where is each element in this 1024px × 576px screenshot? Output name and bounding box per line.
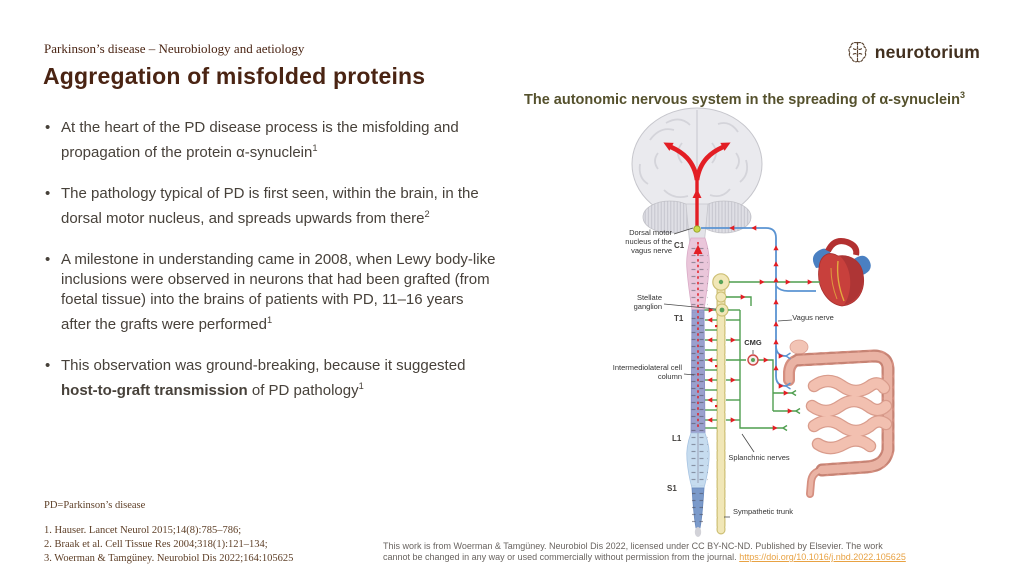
bullet-text: The pathology typical of PD is first see… xyxy=(61,185,479,227)
label-splanchnic-nerves: Splanchnic nerves xyxy=(728,453,790,462)
diagram-title: The autonomic nervous system in the spre… xyxy=(524,90,994,108)
bullet-list: At the heart of the PD disease process i… xyxy=(44,118,496,422)
label-cmg: CMG xyxy=(744,338,762,347)
abbreviation-note: PD=Parkinson’s disease xyxy=(44,500,146,511)
bullet-text-bold: host-to-graft transmission xyxy=(61,382,248,399)
spinal-cord xyxy=(686,237,710,537)
bullet-text: At the heart of the PD disease process i… xyxy=(61,119,459,161)
sympathetic-trunk xyxy=(712,273,730,535)
label-sympathetic-trunk: Sympathetic trunk xyxy=(732,507,794,516)
neurotorium-logo: neurotorium xyxy=(845,40,980,65)
intestines-illustration xyxy=(783,339,895,498)
brain-logo-icon xyxy=(848,41,867,63)
label-s1: S1 xyxy=(667,484,677,493)
label-stellate-ganglion: Stellate ganglion xyxy=(633,293,662,311)
reference-superscript: 2 xyxy=(424,209,430,219)
label-intermediolateral-cell-column: Intermediolateral cell column xyxy=(612,363,682,381)
bullet-item: This observation was ground-breaking, be… xyxy=(44,356,496,401)
ans-diagram-figure xyxy=(631,107,895,537)
label-c1: C1 xyxy=(674,241,685,250)
bullet-text: A milestone in understanding came in 200… xyxy=(61,251,496,333)
label-l1: L1 xyxy=(672,434,682,443)
label-leader-lines xyxy=(663,227,793,518)
reference-item: 2. Braak et al. Cell Tissue Res 2004;318… xyxy=(44,538,268,550)
heart-illustration xyxy=(812,238,871,307)
attribution-text-line2: cannot be changed in any way or used com… xyxy=(383,552,740,562)
bullet-item: The pathology typical of PD is first see… xyxy=(44,184,496,229)
license-attribution: This work is from Woerman & Tamgüney. Ne… xyxy=(383,541,943,563)
doi-link[interactable]: https://doi.org/10.1016/j.nbd.2022.10562… xyxy=(739,552,906,562)
bullet-text: of PD pathology xyxy=(247,382,359,399)
logo-wordmark: neurotorium xyxy=(874,42,980,62)
diagram-title-superscript: 3 xyxy=(959,90,965,100)
reference-superscript: 1 xyxy=(266,315,273,325)
cmg-ganglion-center xyxy=(751,358,755,362)
reference-superscript: 1 xyxy=(358,381,364,391)
reference-list: 1. Hauser. Lancet Neurol 2015;14(8):785–… xyxy=(44,524,293,565)
page-title: Aggregation of misfolded proteins xyxy=(43,63,426,89)
autonomic-nervous-system-diagram: Dorsal motor nucleus of the vagus nerve … xyxy=(570,98,990,540)
breadcrumb-topic: Parkinson’s disease – Neurobiology and a… xyxy=(44,41,305,56)
bullet-item: A milestone in understanding came in 200… xyxy=(44,250,496,335)
label-dorsal-motor-nucleus: Dorsal motor nucleus of the vagus nerve xyxy=(625,228,672,255)
reference-item: 3. Woerman & Tamgüney. Neurobiol Dis 202… xyxy=(44,552,294,564)
reference-superscript: 1 xyxy=(312,143,318,153)
label-vagus-nerve: Vagus nerve xyxy=(792,313,834,322)
attribution-text-line1: This work is from Woerman & Tamgüney. Ne… xyxy=(383,541,883,551)
bullet-item: At the heart of the PD disease process i… xyxy=(44,118,496,163)
reference-item: 1. Hauser. Lancet Neurol 2015;14(8):785–… xyxy=(44,525,242,536)
bullet-text: This observation was ground-breaking, be… xyxy=(61,357,466,374)
brain-illustration xyxy=(631,107,763,247)
diagram-title-text: The autonomic nervous system in the spre… xyxy=(524,91,960,108)
label-t1: T1 xyxy=(674,314,684,323)
